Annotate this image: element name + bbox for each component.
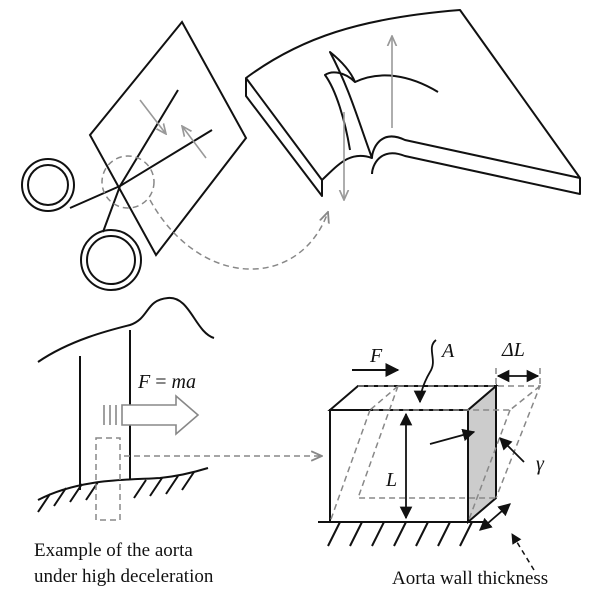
hatch [37, 493, 51, 513]
hatch [69, 483, 83, 503]
shear-arrow-down [139, 99, 166, 134]
scissors-illustration [21, 20, 248, 291]
torn-sheet-top [245, 9, 581, 181]
block-top-face [327, 385, 499, 411]
scissor-blade-lower [102, 129, 213, 233]
scissor-blade-upper [69, 89, 179, 209]
aorta-caption-line2: under high deceleration [34, 566, 214, 587]
hatch [149, 477, 163, 497]
aorta-caption-line1: Example of the aorta [34, 540, 193, 561]
shear-arrows-paper [139, 99, 207, 159]
sheared-outline [329, 368, 542, 523]
wall-pointer-outer [499, 437, 525, 463]
area-label: A [440, 340, 455, 362]
area-pointer [413, 339, 437, 404]
wall-caption: Aorta wall thickness [392, 568, 549, 589]
torn-sheet-edge-left [245, 78, 323, 197]
scissor-ring-left [21, 158, 75, 212]
delta-l-label: ΔL [501, 339, 525, 361]
block-front-face [329, 409, 469, 523]
shear-arrow-up [182, 126, 207, 159]
torn-sheet-edge-right [371, 152, 581, 195]
wall-pointer-inner [429, 428, 476, 445]
aorta-sample-dashed [95, 437, 121, 521]
force-equation: F = ma [137, 371, 196, 393]
wall-caption-pointer [511, 533, 535, 571]
scissor-ring-left-inner [27, 164, 69, 206]
hatch [133, 479, 147, 499]
hatch [53, 487, 67, 507]
hatch [181, 471, 195, 491]
ground-left [37, 467, 209, 501]
cut-point-dashed-circle [101, 155, 155, 209]
hatch [165, 475, 179, 495]
shear-angle-label: γ [536, 453, 545, 475]
aorta-illustration [37, 296, 215, 513]
shear-block [327, 383, 499, 525]
length-label: L [385, 469, 397, 491]
shear-arrows-sheet [344, 36, 392, 200]
torn-sheet-illustration [245, 9, 581, 197]
aorta-caption: Example of the aorta under high decelera… [34, 538, 213, 590]
force-label: F [369, 345, 383, 367]
torn-sheet-crack [354, 74, 439, 93]
scissor-ring-right-inner [86, 235, 136, 285]
paper-sheet [88, 20, 248, 257]
deceleration-arrow [103, 394, 200, 436]
thickness-arrow [479, 503, 511, 531]
aorta-arch-outer [37, 296, 215, 363]
dashed-connector-top [149, 199, 328, 270]
scissor-ring-right [80, 229, 142, 291]
ground-right [318, 521, 485, 547]
